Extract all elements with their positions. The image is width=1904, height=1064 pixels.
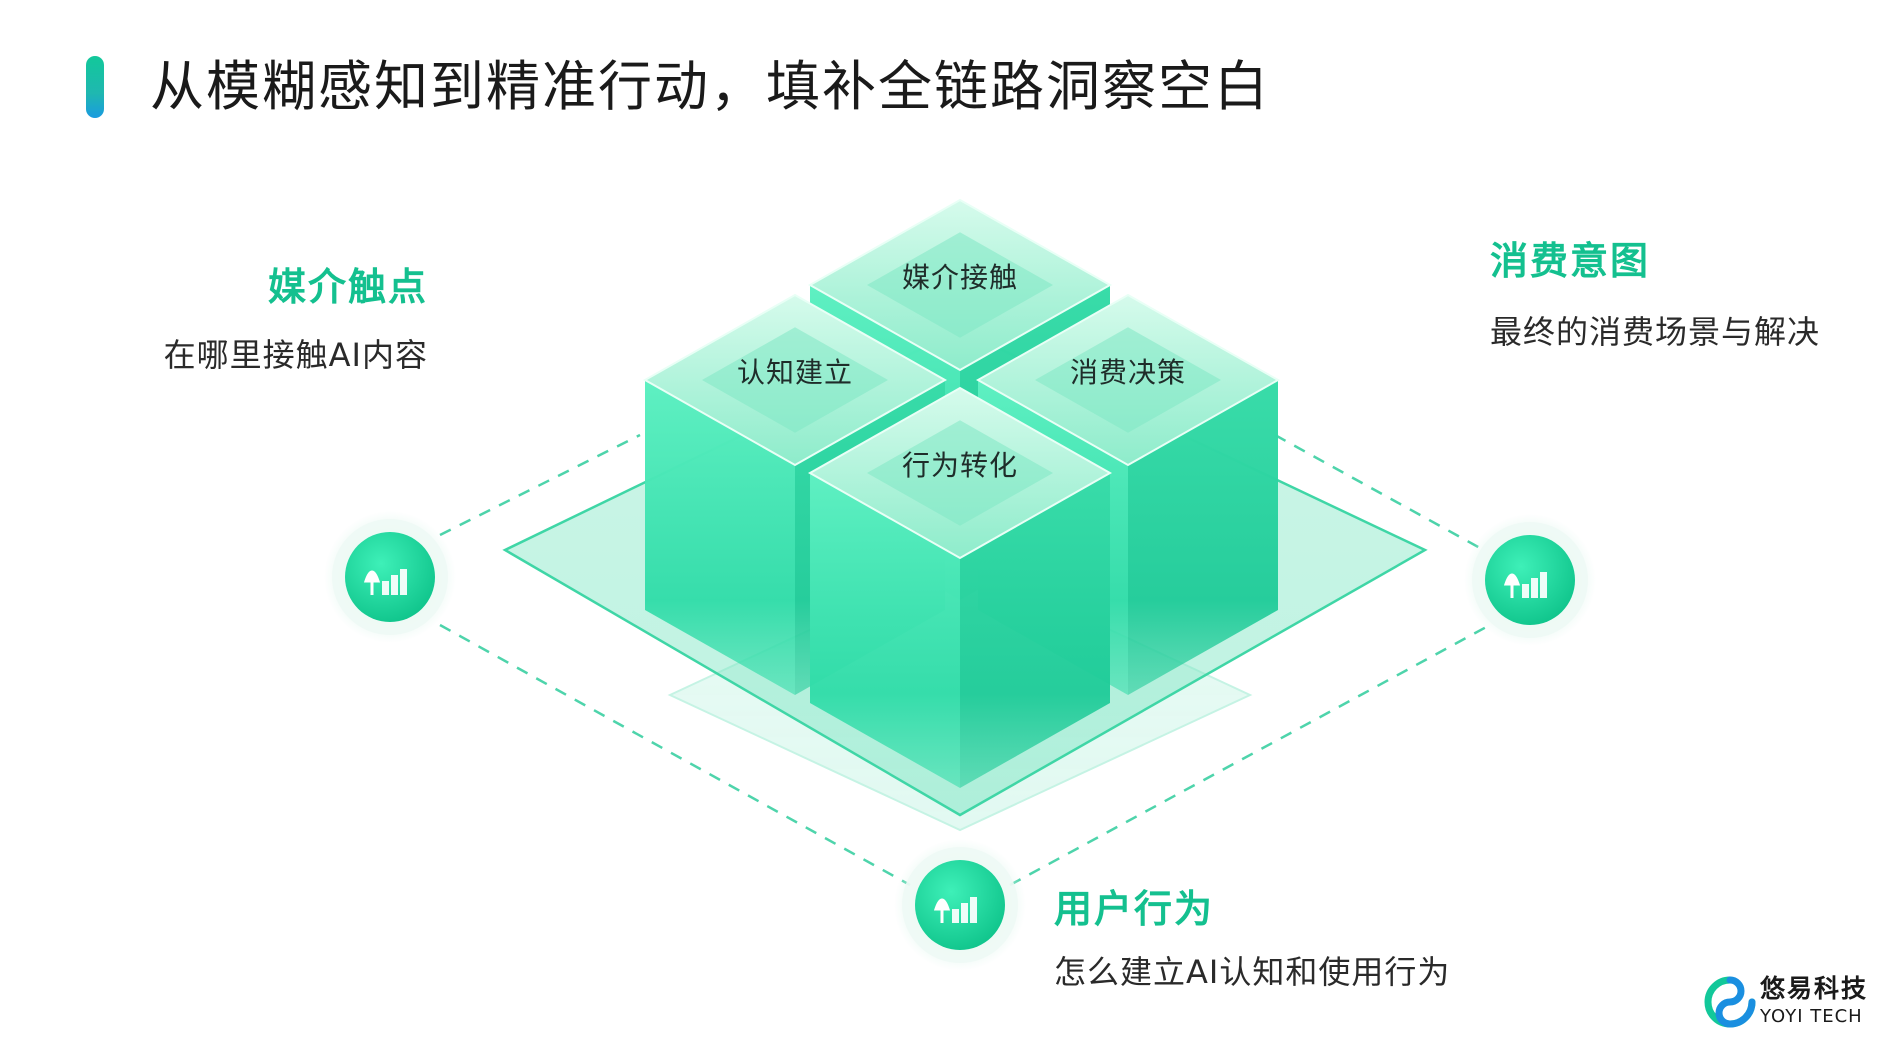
cube-left-left-face — [645, 380, 795, 695]
cube-top-inset — [867, 232, 1053, 338]
node-behavior — [894, 839, 1026, 971]
logo-name-en: YOYI TECH — [1760, 1006, 1863, 1027]
consumption-intent-desc: 最终的消费场景与解决 — [1490, 313, 1821, 351]
page-title: 从模糊感知到精准行动，填补全链路洞察空白 — [150, 55, 1270, 118]
media-touchpoint-title: 媒介触点 — [267, 265, 428, 309]
cube-left-inset — [702, 327, 888, 433]
cube-front-label: 行为转化 — [902, 449, 1018, 482]
user-behavior-title: 用户行为 — [1054, 887, 1215, 931]
cube-right-inset — [1035, 327, 1221, 433]
yoyi-swirl-logo-icon — [1704, 976, 1756, 1028]
node-media — [324, 511, 456, 643]
growth-chart-icon — [933, 897, 977, 923]
node-intent — [1464, 514, 1596, 646]
growth-chart-icon — [363, 569, 407, 595]
user-behavior-desc: 怎么建立AI认知和使用行为 — [1054, 953, 1451, 991]
cube-top-label: 媒介接触 — [902, 261, 1018, 294]
consumption-intent-title: 消费意图 — [1490, 239, 1651, 283]
dashed-connector-lines — [439, 433, 1491, 887]
cube-front-right-face — [960, 473, 1110, 788]
cube-front-inset — [867, 420, 1053, 526]
cube-front: 行为转化 — [807, 386, 1113, 788]
cube-right-right-face — [1128, 380, 1278, 695]
cube-left-label: 认知建立 — [737, 356, 853, 389]
media-touchpoint-desc: 在哪里接触AI内容 — [163, 336, 428, 374]
cube-front-left-face — [810, 473, 960, 788]
title-accent-bar — [86, 56, 104, 118]
logo-name-cn: 悠易科技 — [1760, 974, 1869, 1003]
growth-chart-icon — [1503, 572, 1547, 598]
cube-right-label: 消费决策 — [1070, 356, 1186, 389]
